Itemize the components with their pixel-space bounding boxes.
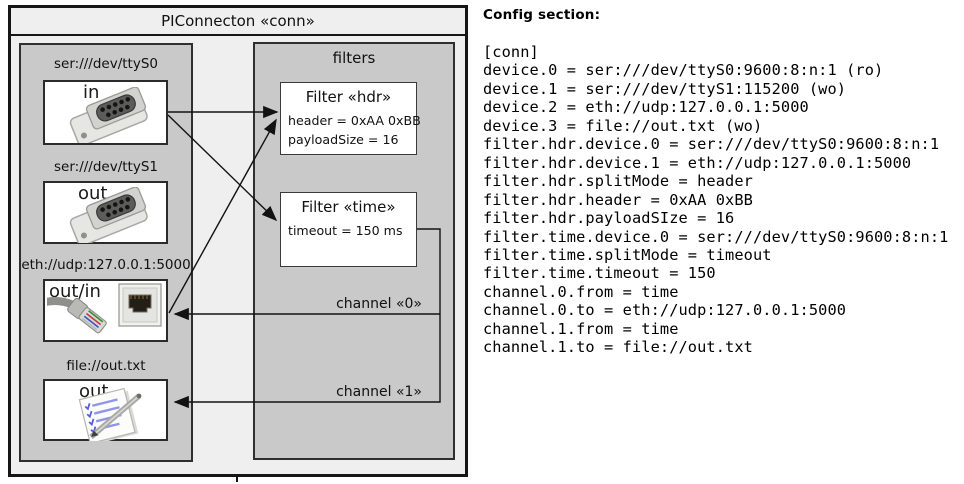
serial-connector-icon (69, 87, 148, 143)
config-line: device.2 = eth://udp:127.0.0.1:5000 (483, 98, 809, 117)
pen-icon (89, 393, 142, 440)
channel-1-label: channel «1» (336, 384, 422, 400)
config-line: filter.time.device.0 = ser:///dev/ttyS0:… (483, 227, 949, 246)
config-line: filter.hdr.header = 0xAA 0xBB (483, 190, 753, 209)
filter-time-param: timeout = 150 ms (288, 223, 403, 238)
ethernet-connector-icon (47, 283, 162, 334)
config-line: [conn] (483, 43, 539, 61)
config-line: device.1 = ser:///dev/ttyS1:115200 (wo) (483, 79, 847, 98)
device-2-mode: out/in (49, 281, 101, 302)
config-line: filter.time.splitMode = timeout (483, 245, 772, 264)
filters-panel-title: filters (332, 49, 376, 67)
config-line: channel.0.to = eth://udp:127.0.0.1:5000 (483, 301, 847, 320)
filter-time-title: Filter «time» (301, 198, 396, 216)
device-1-mode: out (78, 183, 108, 204)
device-2-box: out/in (43, 279, 168, 342)
devices-panel: ser:///dev/ttyS0 in (19, 43, 193, 462)
device-0-label: ser:///dev/ttyS0 (54, 56, 158, 72)
config-line: channel.1.to = file://out.txt (483, 338, 753, 357)
config-line: channel.1.from = time (483, 319, 679, 338)
config-line: filter.time.timeout = 150 (483, 264, 716, 283)
config-line: channel.0.from = time (483, 282, 679, 301)
filter-hdr-title: Filter «hdr» (305, 88, 392, 106)
device-1-box: out (43, 181, 168, 244)
config-lines: [conn] device.0 = ser:///dev/ttyS0:9600:… (483, 43, 948, 357)
filter-hdr-param: header = 0xAA 0xBB (288, 113, 421, 128)
config-heading: Config section: (483, 7, 601, 23)
device-2-label: eth://udp:127.0.0.1:5000 (21, 257, 191, 273)
channel-0-label: channel «0» (336, 296, 422, 312)
serial-connector-icon (69, 187, 148, 243)
device-3-box: out (43, 379, 168, 441)
config-line: filter.hdr.splitMode = header (483, 172, 753, 191)
config-line: filter.hdr.payloadSIze = 16 (483, 209, 735, 228)
filter-hdr-param: payloadSize = 16 (288, 131, 399, 147)
config-line: device.0 = ser:///dev/ttyS0:9600:8:n:1 (… (483, 61, 884, 80)
notepad-icon (78, 387, 142, 441)
filters-panel: filters Filter «hdr» header = 0xAA 0xBB … (253, 42, 455, 460)
device-0-mode: in (83, 82, 100, 103)
device-1-label: ser:///dev/ttyS1 (54, 159, 158, 175)
config-line: filter.hdr.device.1 = eth://udp:127.0.0.… (483, 153, 912, 172)
device-0-box: in (43, 80, 168, 145)
diagram-title: PIConnecton «conn» (11, 8, 465, 36)
filter-time-box: Filter «time» timeout = 150 ms (280, 192, 417, 267)
config-line: filter.hdr.device.0 = ser:///dev/ttyS0:9… (483, 135, 940, 154)
config-line: device.3 = file://out.txt (wo) (483, 116, 763, 135)
filter-hdr-box: Filter «hdr» header = 0xAA 0xBB payloadS… (280, 82, 421, 155)
device-3-label: file://out.txt (66, 358, 146, 374)
piconnector-diagram-box: PIConnecton «conn» ser:///dev/ttyS0 in (8, 5, 468, 477)
